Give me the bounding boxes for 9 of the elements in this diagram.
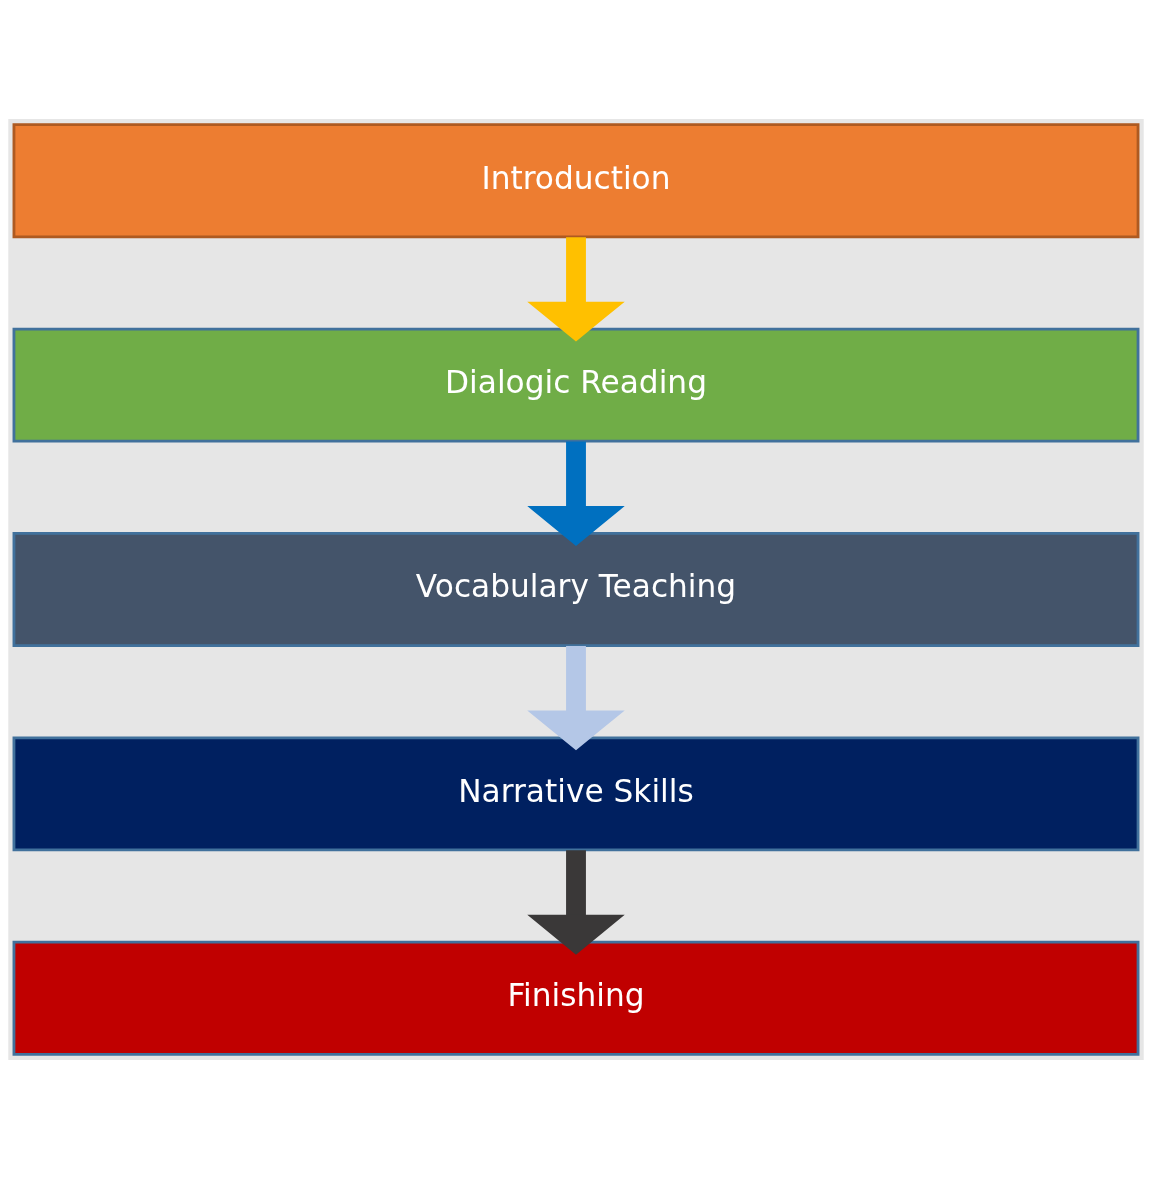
- node-box: Narrative Skills: [12, 735, 1140, 851]
- node-box: Vocabulary Teaching: [12, 531, 1140, 647]
- arrow: [527, 849, 625, 955]
- arrow: [527, 236, 625, 341]
- node-box: Dialogic Reading: [12, 327, 1140, 443]
- node-box: Finishing: [12, 940, 1140, 1056]
- node-box: Introduction: [12, 122, 1140, 238]
- arrow: [527, 645, 625, 750]
- arrow: [527, 441, 625, 546]
